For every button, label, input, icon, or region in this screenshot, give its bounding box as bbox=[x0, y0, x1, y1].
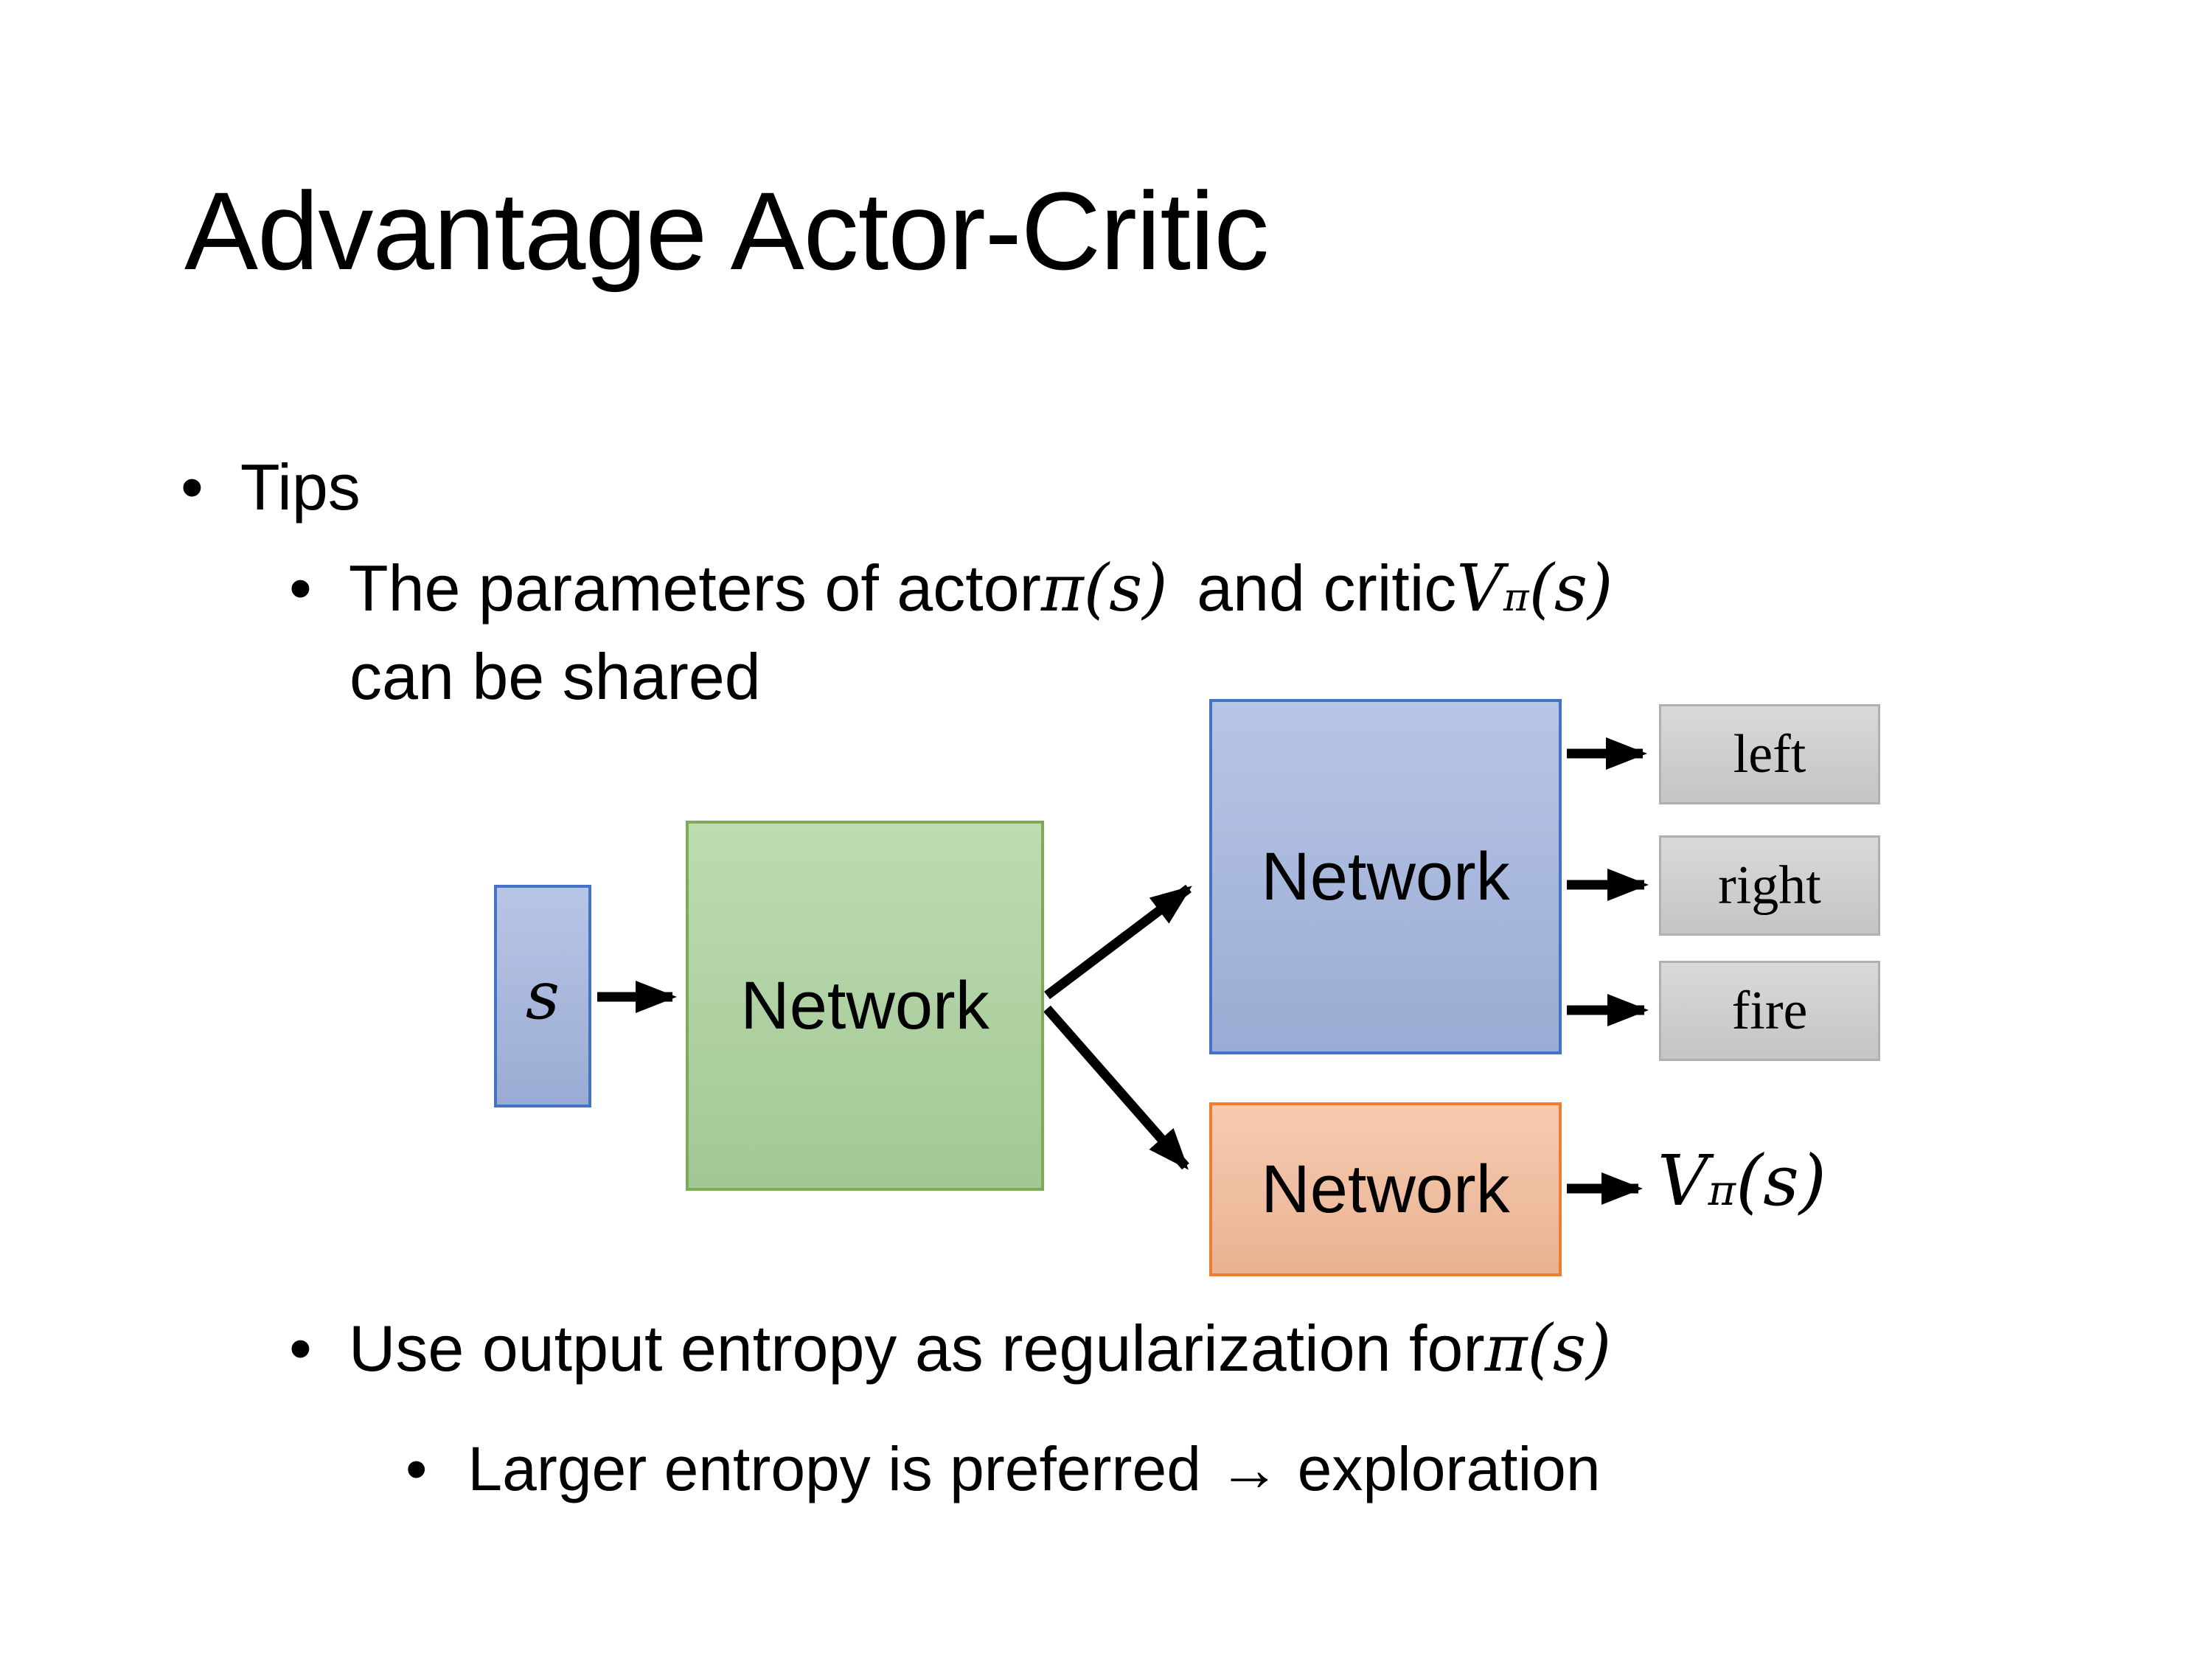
actor-network-label: Network bbox=[1261, 839, 1510, 914]
bullet-exploration: • Larger entropy is preferred → explorat… bbox=[406, 1438, 1601, 1500]
actor-pi-formula: π(s) bbox=[1040, 550, 1168, 626]
bullet-tips-label: Tips bbox=[240, 451, 361, 524]
action-label-left: left bbox=[1733, 723, 1806, 785]
input-state-label: s bbox=[525, 957, 560, 1034]
value-output: Vπ(s) bbox=[1658, 1141, 1826, 1222]
actor-network-box: Network bbox=[1209, 699, 1562, 1054]
bullet-entropy: • Use output entropy as regularization f… bbox=[289, 1316, 1611, 1381]
arrow-shared-to-actor bbox=[1044, 884, 1192, 1000]
exploration-label: Larger entropy is preferred → exploratio… bbox=[467, 1434, 1601, 1503]
bullet-tips: • Tips bbox=[181, 455, 361, 520]
critic-v-formula: Vπ(s) bbox=[1456, 550, 1613, 626]
bullet-parameters-line2: can be shared bbox=[349, 644, 761, 709]
shared-network-box: Network bbox=[686, 821, 1044, 1191]
bullet-icon: • bbox=[289, 1312, 312, 1385]
critic-network-label: Network bbox=[1261, 1152, 1510, 1227]
arrow-shared-to-critic bbox=[1043, 1005, 1189, 1170]
shared-network-label: Network bbox=[740, 968, 990, 1043]
action-box-fire: fire bbox=[1659, 961, 1880, 1061]
action-label-fire: fire bbox=[1731, 980, 1808, 1041]
entropy-pi-formula: π(s) bbox=[1484, 1310, 1612, 1386]
parameters-text2: and critic bbox=[1197, 552, 1457, 625]
action-box-right: right bbox=[1659, 835, 1880, 936]
bullet-icon: • bbox=[289, 552, 312, 625]
bullet-icon: • bbox=[181, 451, 204, 524]
parameters-text1: The parameters of actor bbox=[348, 552, 1041, 625]
bullet-icon: • bbox=[406, 1434, 428, 1503]
parameters-line2: can be shared bbox=[349, 640, 761, 713]
action-label-right: right bbox=[1718, 855, 1821, 916]
entropy-text1: Use output entropy as regularization for bbox=[348, 1312, 1485, 1385]
bullet-parameters-line1: • The parameters of actor π(s) and criti… bbox=[289, 556, 1613, 621]
slide-title: Advantage Actor-Critic bbox=[184, 169, 1269, 293]
action-box-left: left bbox=[1659, 704, 1880, 804]
critic-network-box: Network bbox=[1209, 1102, 1562, 1276]
input-state-box: s bbox=[494, 885, 591, 1107]
